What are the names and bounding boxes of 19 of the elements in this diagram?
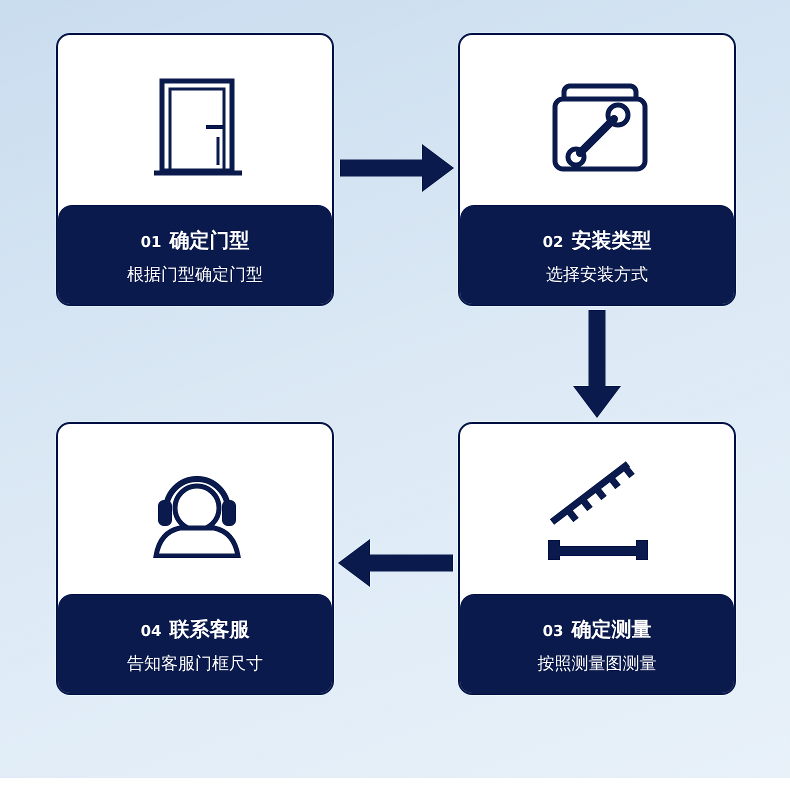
step-number: 04	[140, 622, 162, 640]
step-number: 03	[542, 622, 564, 640]
step-card	[458, 33, 736, 306]
arrow	[340, 144, 454, 192]
step-card	[56, 422, 334, 695]
step-title: 安装类型	[571, 228, 652, 252]
arrow	[573, 310, 621, 418]
step-number: 02	[542, 233, 564, 251]
step-title: 联系客服	[169, 617, 250, 641]
step-card	[458, 422, 736, 695]
step-title: 确定门型	[169, 228, 250, 252]
step-description: 根据门型确定门型	[126, 264, 264, 286]
arrow	[338, 539, 453, 587]
step-description: 选择安装方式	[545, 264, 649, 286]
step-description: 按照测量图测量	[536, 653, 658, 675]
step-title: 确定测量	[571, 617, 652, 641]
step-number: 01	[140, 233, 162, 251]
step-description: 告知客服门框尺寸	[126, 653, 264, 675]
step-card	[56, 33, 334, 306]
